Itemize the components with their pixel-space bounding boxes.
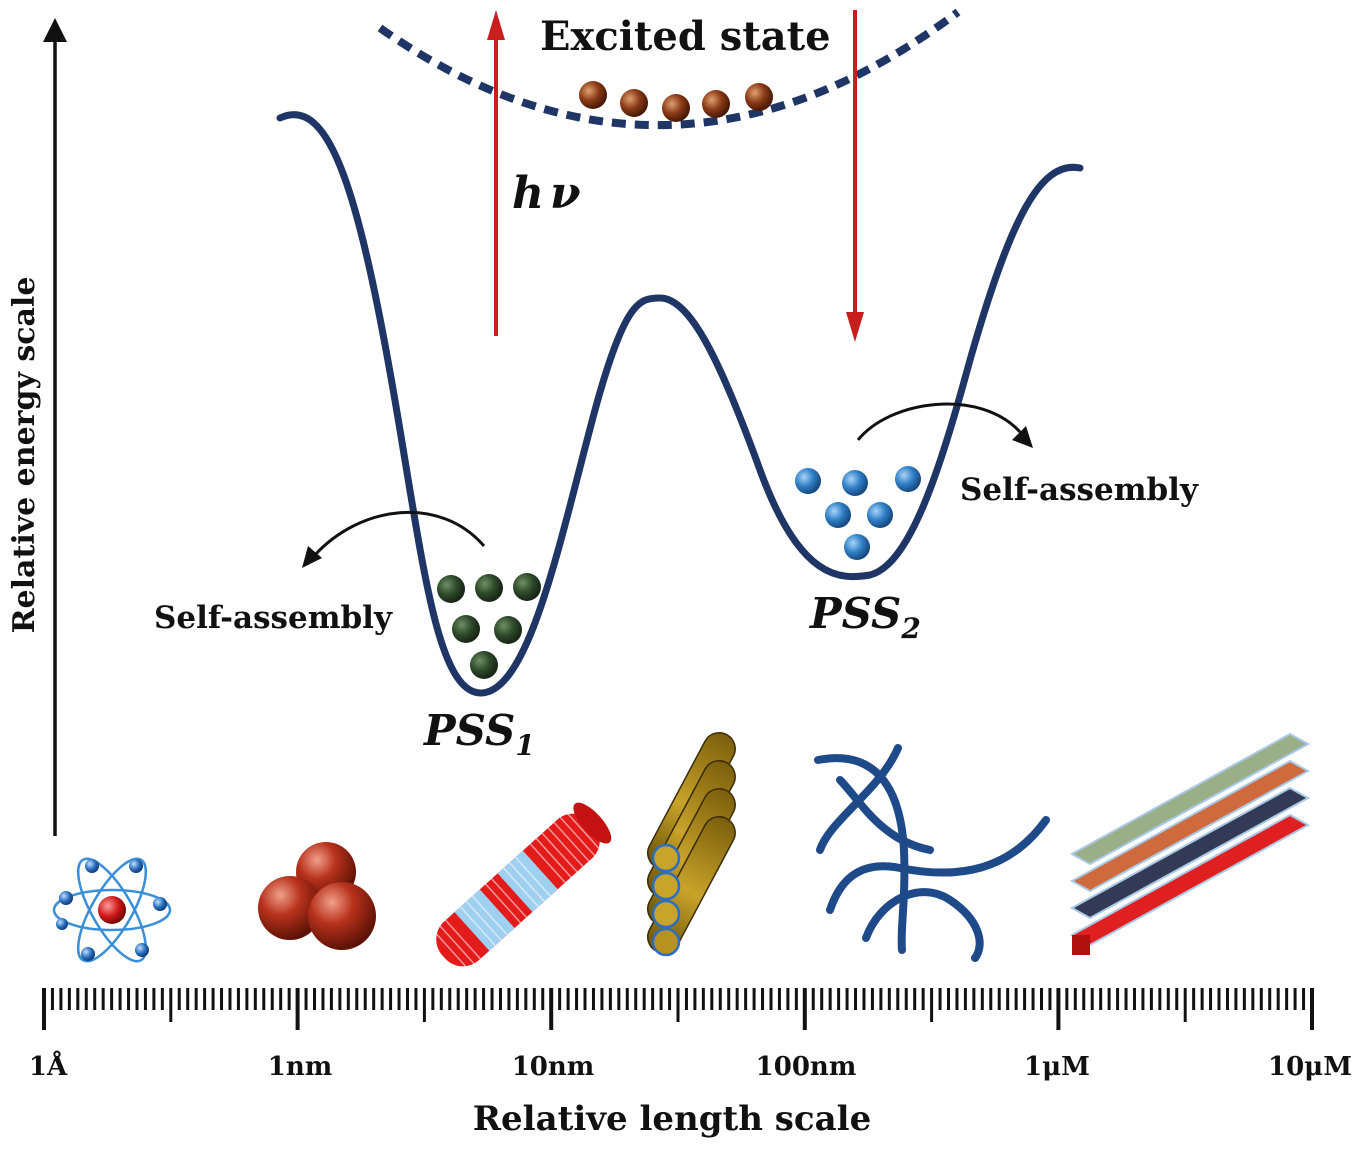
potential-energy-curve: [276, 111, 1084, 697]
pss1-particle: [513, 573, 541, 601]
layered-sheets-icon: [1069, 732, 1311, 955]
excited-state-particles: [579, 81, 773, 122]
pss1-particle: [494, 616, 522, 644]
pss1-particle: [452, 615, 480, 643]
self-assembly-label-right: Self-assembly: [960, 472, 1199, 508]
pss2-particle: [825, 502, 851, 528]
fibers-network-icon: [814, 744, 1050, 962]
excitation-arrow: [487, 10, 505, 336]
pss2-particle: [842, 470, 868, 496]
pss1-particles: [437, 573, 541, 679]
stacked-tubes-icon: [647, 731, 736, 957]
scale-label-10uM: 10μM: [1268, 1052, 1352, 1082]
pss1-particle: [437, 575, 465, 603]
y-axis: [43, 18, 67, 836]
excited-particle: [620, 89, 648, 117]
pss2-particle: [895, 466, 921, 492]
excited-state-label: Excited state: [540, 13, 831, 60]
excited-particle: [745, 83, 773, 111]
striped-rod-icon: [433, 802, 612, 971]
self-assembly-label-left: Self-assembly: [154, 600, 393, 636]
nanoparticle-cluster-icon: [258, 842, 376, 950]
self-assembly-arrowhead-left: [302, 546, 322, 568]
pss1-particle: [470, 651, 498, 679]
pss1-label: PSS1: [423, 706, 535, 762]
scale-label-1nm: 1nm: [268, 1052, 333, 1082]
self-assembly-arrowhead-right: [1012, 426, 1033, 448]
scale-label-1uM: 1μM: [1024, 1052, 1090, 1082]
y-axis-label: Relative energy scale: [7, 277, 42, 634]
relaxation-arrow: [846, 10, 864, 342]
pss2-particles: [795, 466, 921, 560]
excited-state-curve: [377, 8, 961, 129]
self-assembly-arrow-left: [312, 510, 486, 558]
scale-label-10nm: 10nm: [512, 1052, 595, 1082]
pss2-label: PSS2: [809, 589, 921, 645]
excited-particle: [579, 81, 607, 109]
pss1-particle: [475, 574, 503, 602]
scale-label-1A: 1Å: [29, 1051, 68, 1082]
atom-icon: [52, 857, 172, 963]
x-axis-label: Relative length scale: [473, 1099, 871, 1139]
length-scale-ruler: [42, 988, 1314, 1030]
pss2-particle: [867, 502, 893, 528]
pss2-particle: [795, 468, 821, 494]
self-assembly-arrow-right: [856, 402, 1022, 441]
excited-particle: [662, 94, 690, 122]
excited-particle: [702, 90, 730, 118]
pss2-particle: [844, 534, 870, 560]
scale-label-100nm: 100nm: [756, 1052, 857, 1082]
